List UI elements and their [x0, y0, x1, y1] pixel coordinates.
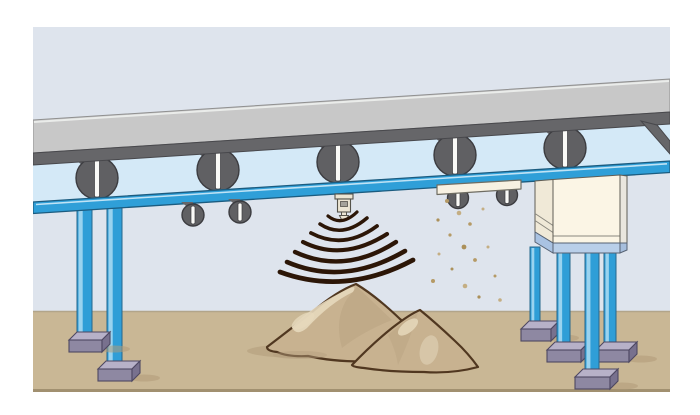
falling-material — [431, 199, 502, 302]
stockpile-rear-shade — [338, 287, 392, 348]
return-roller-1 — [181, 202, 205, 227]
housing-right-face — [619, 174, 628, 244]
leg-highlight — [586, 253, 591, 372]
head-pulley-unit — [436, 179, 522, 210]
material-particle — [468, 222, 472, 226]
conveyor-belt-highlight — [33, 80, 670, 123]
leg-highlight — [605, 253, 609, 345]
ultrasonic-waves — [277, 210, 416, 284]
idler-roller-1 — [75, 156, 119, 200]
footing-side — [609, 367, 619, 391]
material-particle — [456, 210, 462, 216]
sound-wave-2 — [318, 216, 369, 232]
footing-right-far — [594, 340, 657, 364]
conveyor-frame — [33, 111, 670, 166]
return-roller-2 — [228, 199, 252, 224]
housing-base-band-left — [534, 231, 554, 254]
footing-front — [520, 328, 552, 342]
footing-left-rear — [67, 330, 130, 354]
stockpile-front-highlight-blob — [397, 318, 419, 336]
footing-side — [628, 340, 638, 364]
sound-wave-1 — [326, 210, 359, 223]
material-particle — [493, 274, 497, 278]
housing-fold-line-2 — [534, 220, 554, 233]
footing-side — [131, 359, 141, 383]
support-beam-highlight — [35, 163, 668, 206]
ground-edge — [33, 389, 670, 392]
sound-wave-5 — [292, 239, 399, 264]
footing-front — [97, 368, 133, 382]
sound-wave-4 — [300, 231, 390, 253]
footing-front — [595, 349, 630, 363]
roller-stripe — [237, 202, 243, 222]
footing-right-front — [573, 367, 638, 391]
footing-front — [68, 339, 103, 353]
ultrasonic-sensor — [334, 193, 354, 220]
stockpile-front — [350, 308, 480, 374]
support-leg-right-front — [584, 251, 600, 374]
leg-highlight — [108, 207, 113, 364]
leg-highlight — [78, 206, 83, 335]
roller-stripe — [452, 135, 458, 175]
equipment-housing — [534, 174, 628, 254]
sensor-neck — [341, 211, 347, 216]
illustration-root — [33, 27, 670, 392]
material-particle — [437, 252, 441, 256]
sound-wave-3 — [309, 224, 379, 243]
material-particle — [462, 283, 468, 289]
roller-stripe — [215, 150, 221, 190]
sensor-bracket — [334, 193, 354, 200]
idler-rollers — [75, 126, 587, 200]
housing-front-face — [552, 174, 621, 244]
housing-base-band — [552, 242, 621, 254]
footing-front — [546, 349, 582, 363]
roller-stripe — [190, 205, 196, 225]
idler-roller-5 — [543, 126, 587, 170]
return-rollers — [181, 199, 252, 227]
material-particle — [473, 258, 477, 262]
support-leg-left-rear — [76, 204, 93, 337]
material-particle — [448, 233, 452, 237]
stockpile-front-body — [350, 308, 480, 374]
footing-side — [101, 330, 111, 354]
material-particle — [486, 245, 490, 249]
roller-stripe — [562, 128, 568, 168]
sensor-display — [340, 201, 348, 207]
material-particle — [436, 218, 440, 222]
stockpile-rear-highlight-blob — [291, 312, 315, 330]
material-particle — [431, 279, 435, 283]
material-particle — [461, 244, 467, 250]
material-particle — [450, 267, 454, 271]
support-leg-right-midleft — [556, 251, 571, 347]
mounting-plate — [436, 179, 522, 196]
stockpile-front-highlight-streak — [419, 335, 439, 365]
sound-wave-7 — [277, 257, 416, 284]
sound-wave-6 — [284, 248, 408, 275]
housing-base-band-right — [619, 242, 628, 254]
housing-fold-line-1 — [534, 213, 554, 226]
idler-roller-3 — [316, 140, 360, 184]
left-support — [67, 204, 160, 383]
material-particle — [481, 207, 485, 211]
leg-highlight — [558, 253, 563, 345]
material-particle — [498, 298, 502, 302]
support-leg-right-far — [603, 251, 617, 347]
roller-stripe — [94, 158, 100, 198]
stockpile-rear-base-shade — [273, 351, 327, 359]
idler-roller-2 — [196, 148, 240, 192]
material-particle — [477, 295, 481, 299]
idler-roller-4 — [433, 133, 477, 177]
right-support — [519, 246, 657, 391]
footing-left-front — [96, 359, 160, 383]
conveyor-belt-side — [33, 78, 670, 154]
support-leg-right-backleft — [529, 246, 541, 326]
leg-highlight — [531, 248, 535, 324]
material-particle — [445, 199, 449, 203]
roller-stripe — [335, 142, 341, 182]
conveyor-end-wedge — [639, 120, 670, 155]
footing-front — [574, 376, 611, 390]
